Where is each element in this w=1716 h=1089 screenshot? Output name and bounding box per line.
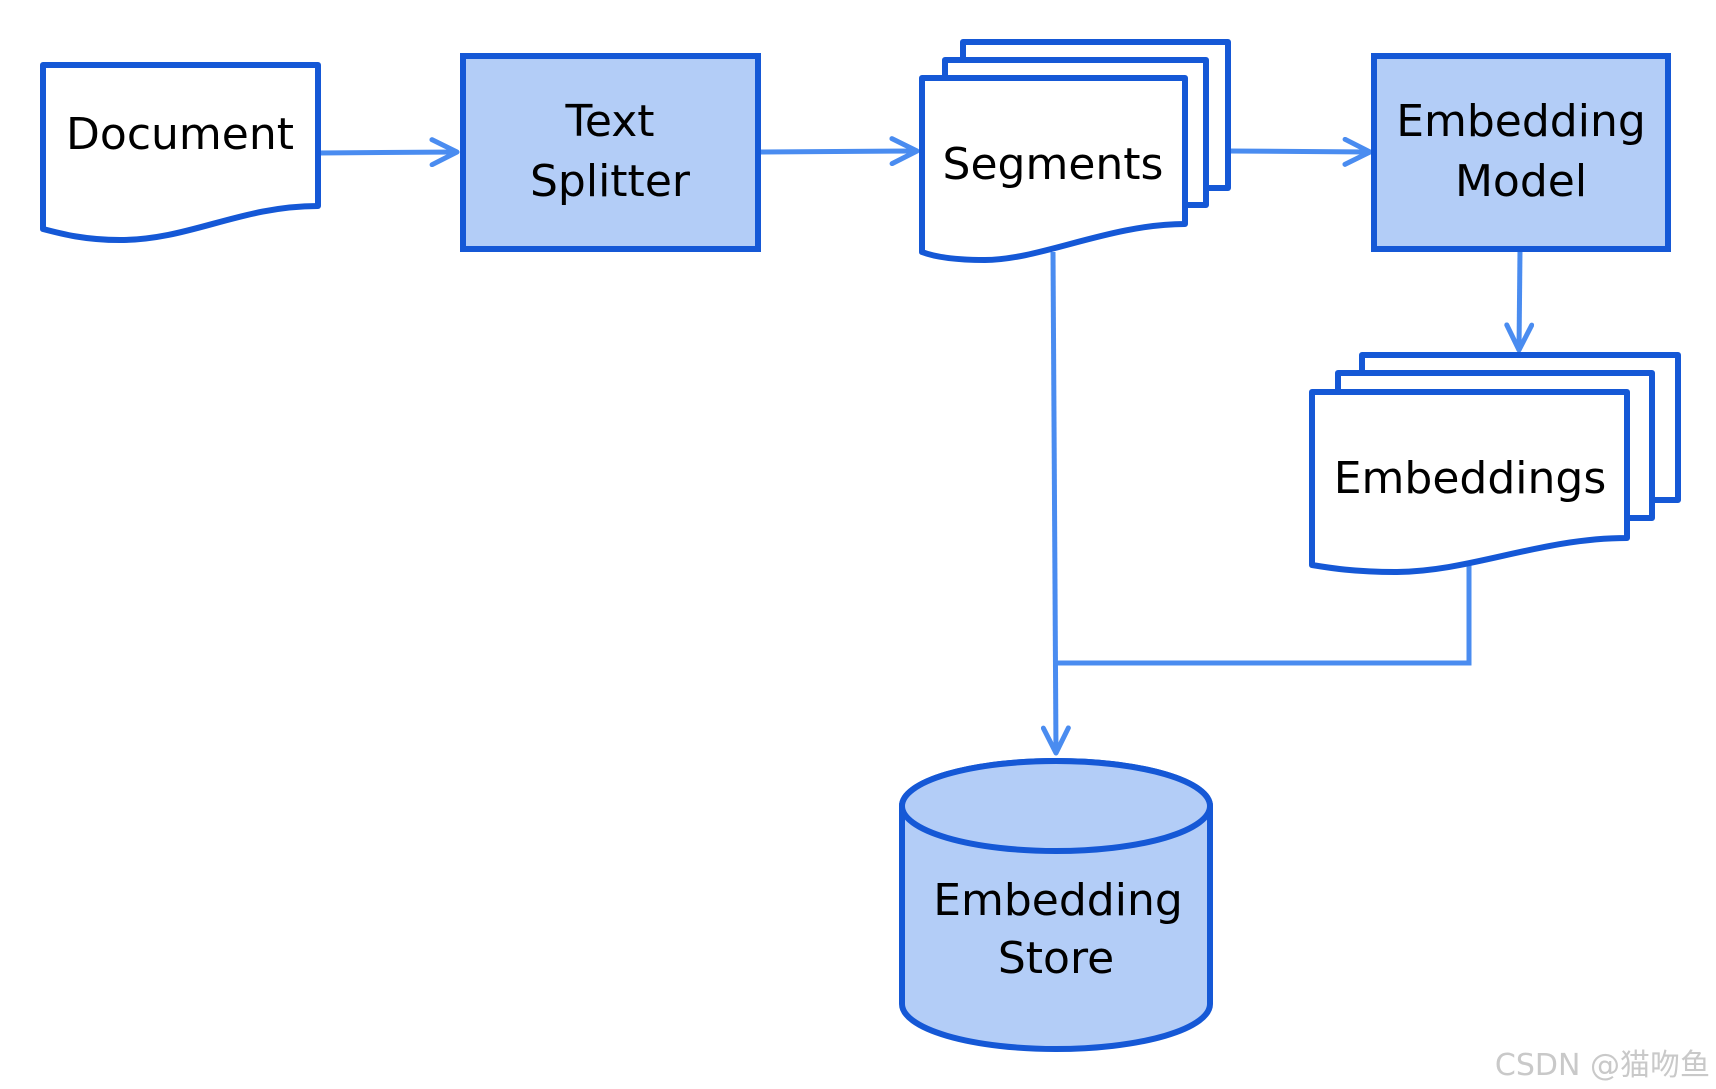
document-node: Document	[40, 62, 321, 243]
segments-label: Segments	[943, 139, 1164, 190]
embedding-store-node: Embedding Store	[899, 758, 1213, 1052]
embeddings-label: Embeddings	[1334, 453, 1607, 504]
line-embeddings-to-store	[1056, 564, 1472, 666]
segments-node: Segments	[919, 39, 1231, 263]
embedding-store-label-line1: Embedding	[933, 875, 1183, 926]
embedding-store-label-line2: Store	[998, 933, 1114, 984]
text-splitter-node: Text Splitter	[460, 53, 761, 252]
text-splitter-label-line1: Text	[565, 96, 655, 147]
arrow-model-to-embeddings	[1504, 249, 1535, 353]
line-segments-down	[1040, 251, 1071, 756]
embedding-model-label-line1: Embedding	[1396, 96, 1646, 147]
embedding-model-label-line2: Model	[1455, 156, 1587, 207]
watermark-text: CSDN @猫吻鱼	[1495, 1048, 1710, 1083]
embedding-model-node: Embedding Model	[1371, 53, 1671, 252]
arrow-segments-to-model	[1227, 136, 1373, 167]
document-label: Document	[66, 109, 294, 160]
arrow-document-to-splitter	[317, 137, 460, 168]
text-splitter-label-line2: Splitter	[530, 156, 691, 207]
arrow-splitter-to-segments	[757, 136, 920, 167]
embeddings-node: Embeddings	[1309, 352, 1681, 575]
connectors	[317, 136, 1535, 756]
